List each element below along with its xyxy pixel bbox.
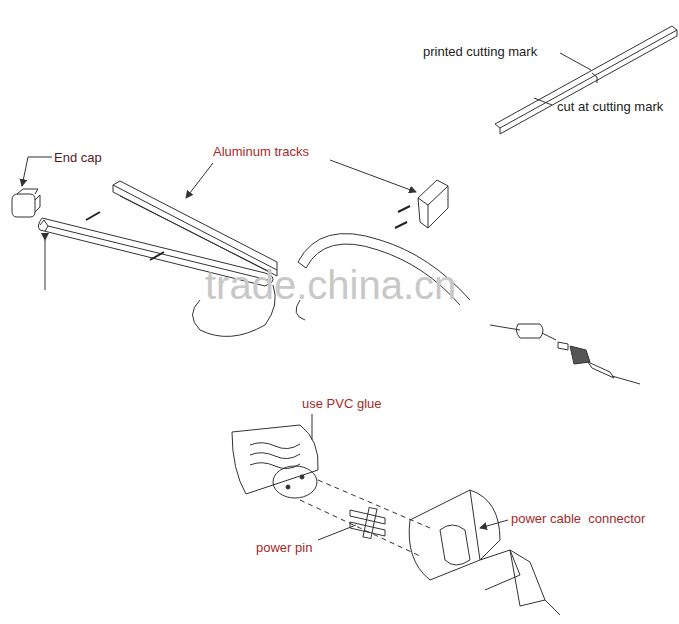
part-label: Aluminum tracks bbox=[213, 144, 309, 160]
part-label: power pin bbox=[256, 540, 312, 556]
aluminum-track bbox=[113, 181, 277, 336]
leader-line bbox=[480, 520, 508, 528]
plug bbox=[490, 324, 640, 384]
leader-line bbox=[534, 98, 552, 105]
power-cable-connector bbox=[409, 490, 560, 615]
watermark: trade.china.cn bbox=[205, 262, 456, 308]
track-piece bbox=[418, 180, 448, 228]
part-label: printed cutting mark bbox=[423, 44, 537, 60]
leader-line bbox=[186, 163, 213, 198]
leader-line bbox=[45, 240, 46, 290]
leader-line bbox=[330, 160, 416, 192]
end-cap bbox=[12, 189, 40, 217]
screw bbox=[86, 206, 410, 260]
tube-end bbox=[232, 425, 318, 498]
part-label: power cable connector bbox=[511, 511, 645, 527]
leader-line bbox=[312, 414, 313, 440]
cut-strip bbox=[495, 26, 677, 134]
leader-line bbox=[318, 525, 356, 540]
power-pin bbox=[350, 507, 385, 538]
leader-line bbox=[22, 157, 52, 186]
leader-line bbox=[560, 53, 591, 70]
part-label: use PVC glue bbox=[302, 396, 382, 412]
part-label: cut at cutting mark bbox=[557, 99, 663, 115]
part-label: End cap bbox=[54, 150, 102, 166]
